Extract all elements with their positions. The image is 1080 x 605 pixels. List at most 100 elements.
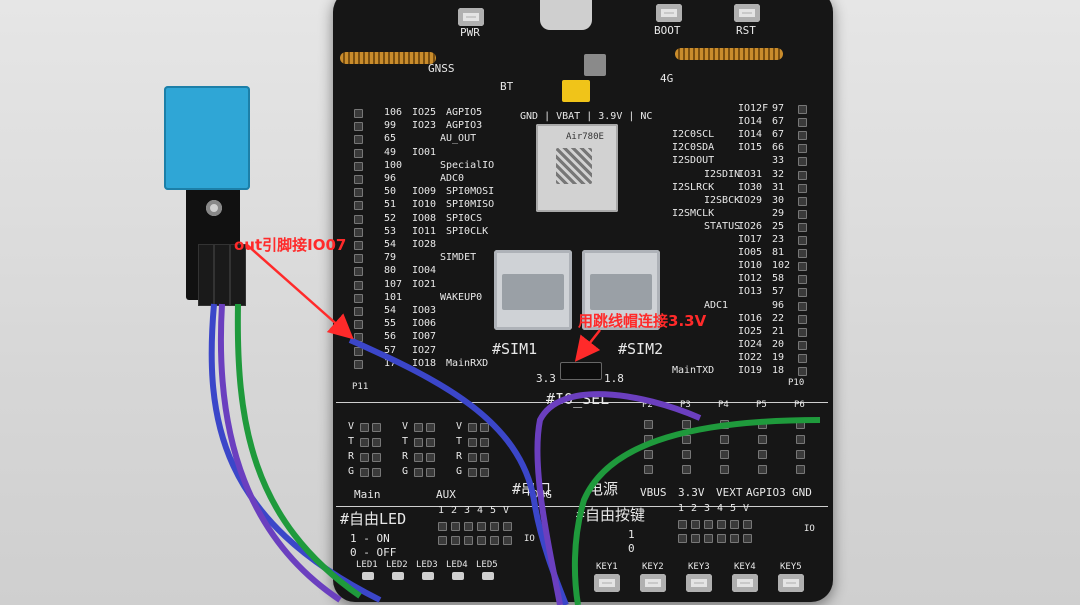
pin-io: IO25: [412, 107, 437, 118]
pin-io: IO19: [738, 365, 763, 376]
power-port-label: P2: [642, 400, 653, 410]
pin-number: 100: [384, 159, 403, 171]
header-pin: [354, 293, 363, 303]
header-pin: [798, 196, 807, 206]
key-button: [686, 574, 712, 592]
header-pin: [451, 522, 460, 531]
key-name: KEY5: [780, 562, 802, 572]
bt-label: BT: [500, 80, 514, 93]
header-pin: [480, 423, 489, 432]
pin-function: WAKEUP0: [440, 291, 483, 303]
power-port-label: P3: [680, 400, 691, 410]
gnss-antenna: [340, 52, 436, 64]
purple-wire: [217, 303, 342, 603]
pin-io: IO14: [738, 129, 763, 141]
uart-pin-label: G: [348, 466, 355, 477]
pin-function: I2SLRCK: [672, 181, 715, 193]
header-pin: [720, 450, 729, 459]
header-pin: [354, 161, 363, 171]
key-button: [778, 574, 804, 592]
header-pin: [490, 522, 499, 531]
header-pin: [796, 435, 805, 444]
pin-number: 25: [772, 220, 785, 232]
sim2-slot: [582, 250, 660, 330]
pin-io: IO17: [738, 234, 763, 245]
header-pin: [480, 468, 489, 477]
header-pin: [414, 468, 423, 477]
pin-number: 31: [772, 181, 785, 193]
header-pin: [730, 520, 739, 529]
key-button: [594, 574, 620, 592]
pin-number: 55: [384, 318, 397, 330]
pin-number: 81: [772, 247, 785, 259]
pin-io: IO07: [412, 331, 437, 343]
header-pin: [468, 453, 477, 462]
key-button: [732, 574, 758, 592]
pin-io: IO29: [738, 194, 763, 206]
pin-function: SpecialIO: [440, 159, 495, 171]
pin-number: 54: [384, 239, 397, 250]
uart-pin-label: T: [456, 436, 463, 447]
header-pin: [354, 241, 363, 250]
header-pin: [798, 314, 807, 324]
header-pin: [796, 465, 805, 474]
led-title: #自由LED: [340, 510, 407, 528]
power-selector-label: GND | VBAT | 3.9V | NC: [520, 111, 653, 122]
uart-pin-label: G: [456, 466, 463, 477]
green-wire: [234, 303, 362, 599]
header-pin: [464, 522, 473, 531]
pin-io: IO12: [738, 273, 763, 285]
pin-function: I2SDOUT: [672, 155, 715, 167]
header-pin: [644, 465, 653, 474]
led-indicator: [422, 572, 434, 580]
header-pin: [372, 468, 381, 477]
key-button: [640, 574, 666, 592]
pin-number: 101: [384, 291, 403, 303]
header-pin: [720, 435, 729, 444]
header-pin: [480, 438, 489, 447]
header-pin: [798, 262, 807, 272]
header-pin: [798, 131, 807, 141]
uart-pin-label: R: [348, 451, 355, 462]
header-pin: [691, 534, 700, 543]
led-name: LED2: [386, 560, 408, 570]
key-name: KEY3: [688, 562, 710, 572]
header-pin: [372, 438, 381, 447]
header-pin: [354, 188, 363, 198]
pin-function: ADC0: [440, 173, 465, 184]
header-pin: [354, 359, 363, 369]
pin-number: 99: [384, 120, 397, 132]
annotation-arrow-out: [245, 243, 354, 340]
header-pin: [503, 536, 512, 545]
pin-number: 106: [384, 107, 403, 118]
header-pin: [354, 227, 363, 237]
led-io-label: IO: [524, 534, 535, 544]
header-pin: [354, 320, 363, 330]
sim-voltage-jumper: [560, 362, 602, 380]
header-pin: [678, 534, 687, 543]
header-pin: [798, 105, 807, 114]
led-name: LED4: [446, 560, 468, 570]
key-col-label: V: [743, 503, 750, 514]
key-name: KEY1: [596, 562, 618, 572]
pin-io: IO15: [738, 142, 763, 154]
pin-number: 102: [772, 260, 791, 272]
pin-io: IO06: [412, 318, 437, 330]
header-pin: [682, 435, 691, 444]
key-col-label: 3: [704, 503, 711, 514]
pin-io: IO26: [738, 220, 763, 232]
header-pin: [414, 453, 423, 462]
header-pin: [354, 201, 363, 211]
header-pin: [426, 468, 435, 477]
led-col-label: 4: [477, 505, 484, 516]
header-pin: [682, 465, 691, 474]
pin-io: IO10: [412, 199, 437, 211]
led-indicator: [452, 572, 464, 580]
header-pin: [354, 214, 363, 224]
sim-3v3-label: 3.3: [536, 372, 556, 385]
led-name: LED1: [356, 560, 378, 570]
pin-number: 57: [772, 286, 785, 298]
pin-number: 50: [384, 186, 397, 198]
pin-io: IO31: [738, 168, 763, 180]
pin-io: IO14: [738, 116, 763, 128]
